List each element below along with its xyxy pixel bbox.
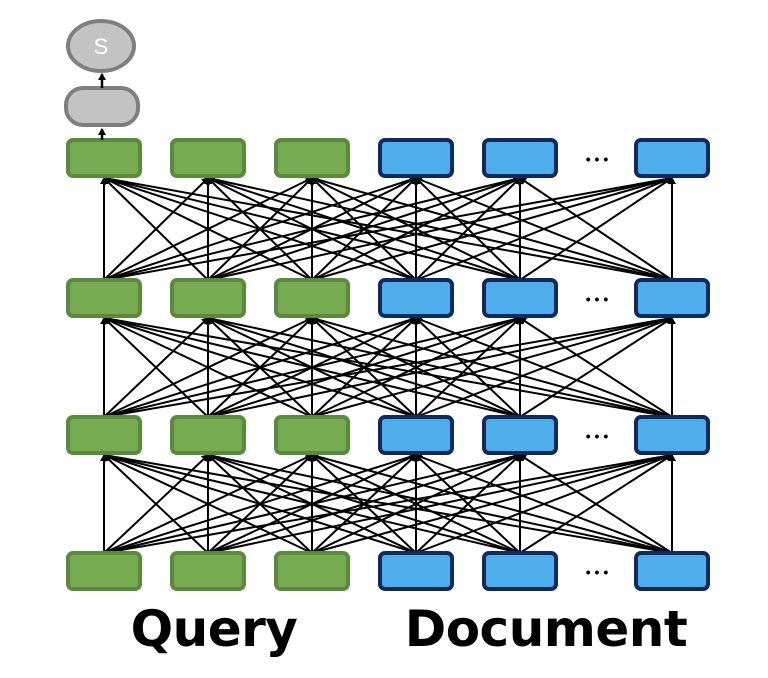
attention-edge <box>311 316 521 418</box>
attention-edge <box>103 315 521 418</box>
attention-edge <box>103 453 313 554</box>
attention-edge <box>207 175 673 281</box>
ellipsis: • • • <box>586 564 609 580</box>
attention-edge <box>415 454 521 554</box>
attention-edge <box>103 315 673 418</box>
attention-edge <box>103 176 417 281</box>
attention-edge <box>311 315 673 418</box>
attention-edge <box>415 453 673 554</box>
document-token-node <box>634 415 710 455</box>
query-token-node <box>170 278 246 318</box>
query-token-node <box>66 551 142 591</box>
document-token-node <box>378 278 454 318</box>
query-token-node <box>170 138 246 178</box>
attention-edge <box>207 452 673 554</box>
attention-edge <box>415 177 521 281</box>
attention-edge <box>103 452 417 554</box>
attention-edge <box>103 175 673 281</box>
document-token-node <box>378 138 454 178</box>
ellipsis: • • • <box>586 428 609 444</box>
document-token-node <box>482 138 558 178</box>
nodes <box>66 138 710 591</box>
query-token-node <box>274 138 350 178</box>
attention-edge <box>103 177 209 281</box>
attention-edge <box>519 454 673 554</box>
attention-edge <box>103 316 417 418</box>
attention-edge <box>415 176 673 281</box>
query-token-node <box>66 278 142 318</box>
attention-edge <box>207 315 673 418</box>
attention-edge <box>311 177 521 281</box>
document-token-node <box>482 415 558 455</box>
edges <box>100 175 676 554</box>
attention-edge <box>103 452 673 554</box>
query-token-node <box>170 551 246 591</box>
document-token-node <box>378 415 454 455</box>
attention-edge <box>103 175 521 281</box>
attention-edge <box>207 316 521 418</box>
attention-edge <box>103 177 313 281</box>
score-node <box>66 19 136 73</box>
document-token-node <box>634 278 710 318</box>
document-token-node <box>634 138 710 178</box>
document-token-node <box>482 278 558 318</box>
document-token-node <box>634 551 710 591</box>
query-token-node <box>170 415 246 455</box>
ellipsis: • • • <box>586 151 609 167</box>
attention-edge <box>103 454 209 554</box>
pooling-node <box>64 86 140 127</box>
attention-edge <box>311 453 521 554</box>
query-token-node <box>66 138 142 178</box>
query-label: Query <box>130 600 298 658</box>
score-head: S <box>64 19 140 140</box>
ellipsis: • • • <box>586 291 609 307</box>
attention-edge <box>207 452 521 554</box>
query-token-node <box>274 415 350 455</box>
attention-edge <box>519 317 673 418</box>
query-token-node <box>274 278 350 318</box>
score-label: S <box>94 34 109 59</box>
attention-edge <box>415 317 521 418</box>
ellipsis-group: • • • • • • • • • • • • <box>586 151 609 580</box>
attention-edge <box>103 316 313 418</box>
attention-edge <box>103 452 521 554</box>
attention-edge <box>103 317 209 418</box>
attention-edge <box>311 452 673 554</box>
query-token-node <box>66 415 142 455</box>
document-token-node <box>482 551 558 591</box>
document-label: Document <box>404 600 688 658</box>
attention-edge <box>207 176 521 281</box>
query-token-node <box>274 551 350 591</box>
attention-edge <box>519 177 673 281</box>
document-token-node <box>378 551 454 591</box>
attention-edge <box>311 175 673 281</box>
attention-edge <box>415 316 673 418</box>
